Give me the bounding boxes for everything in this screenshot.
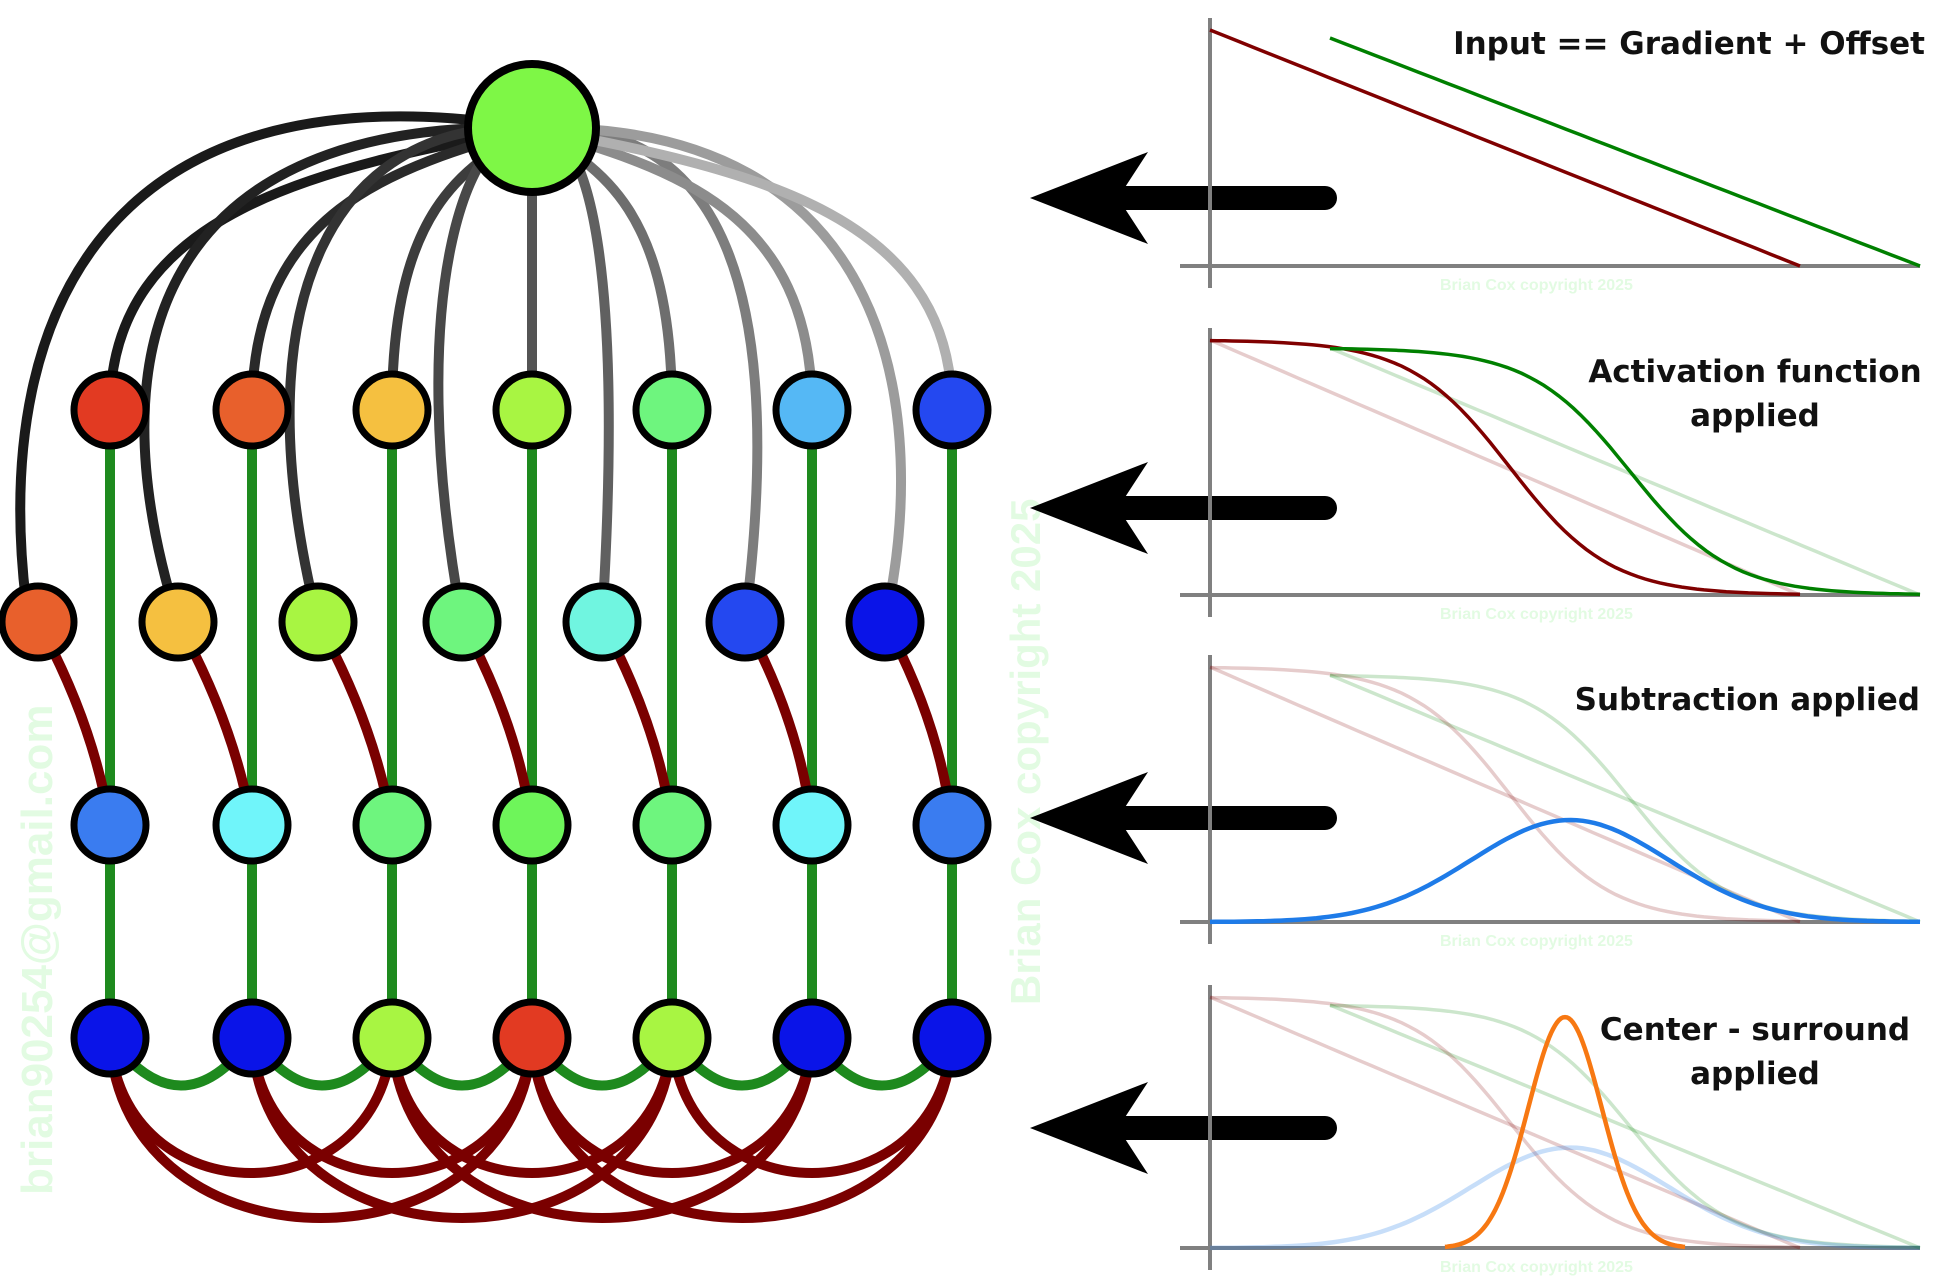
- lateral-red-link: [105, 1037, 537, 1223]
- panel-input: Brian Cox copyright 2025 Input == Gradien…: [1180, 18, 1925, 294]
- panel-label-activation-line-1: Activation function: [1588, 354, 1921, 390]
- network-nodes: [0, 60, 992, 1078]
- red-sigmoid: [1209, 338, 1801, 596]
- red-ghost-line: [1209, 995, 1801, 1250]
- node-r1-c3: [352, 370, 432, 450]
- node-r2-c1: [0, 582, 78, 662]
- node-r4-c3: [352, 998, 432, 1078]
- lateral-red-link: [527, 1037, 957, 1223]
- panel-subtraction: Brian Cox copyright 2025 Subtraction appl…: [1180, 655, 1921, 950]
- node-r2-c2: [138, 582, 218, 662]
- node-r3-c5: [632, 785, 712, 865]
- node-r1-c6: [772, 370, 852, 450]
- node-r1-c4: [492, 370, 572, 450]
- blue-difference-curve: [1209, 817, 1920, 925]
- red-curve: [1209, 28, 1801, 268]
- node-r1-c5: [632, 370, 712, 450]
- top-node-links: [15, 111, 957, 624]
- top-link: [531, 122, 906, 624]
- green-ghost-line: [1329, 346, 1921, 597]
- lateral-red-link: [247, 1037, 677, 1223]
- top-link: [531, 123, 957, 411]
- node-r4-c2: [212, 998, 292, 1078]
- panel-watermark: Brian Cox copyright 2025: [1440, 1259, 1633, 1276]
- watermark-group: brian90254@gmail.com Brian Cox copyright…: [13, 499, 1049, 1195]
- lateral-red-link: [667, 1037, 957, 1178]
- panel-label-center-line-1: Center - surround: [1600, 1012, 1910, 1048]
- panel-label-center-line-2: applied: [1690, 1056, 1820, 1092]
- node-r3-c2: [212, 785, 292, 865]
- node-r4-c6: [772, 998, 852, 1078]
- lateral-red-link: [387, 1037, 817, 1223]
- panel-center: Brian Cox copyright 2025 Center - surroun…: [1180, 985, 1921, 1276]
- top-link: [284, 122, 533, 624]
- node-r3-c1: [70, 785, 150, 865]
- node-r4-c1: [70, 998, 150, 1078]
- top-link: [105, 123, 533, 411]
- orange-center-surround-curve: [1444, 1014, 1686, 1250]
- green-sigmoid: [1329, 1003, 1921, 1250]
- top-link: [531, 122, 763, 623]
- panel-label-activation-line-2: applied: [1690, 398, 1820, 434]
- arrow-1: [1030, 152, 1337, 244]
- top-link: [15, 111, 533, 603]
- node-r2-c7: [845, 582, 925, 662]
- node-r2-c5: [562, 582, 642, 662]
- node-r1-c2: [212, 370, 292, 450]
- watermark-copyright-mid: Brian Cox copyright 2025: [1002, 499, 1049, 1005]
- node-r1-c1: [70, 370, 150, 450]
- panel-label-input-line-1: Input == Gradient + Offset: [1453, 26, 1925, 62]
- blue-ghost-curve: [1209, 1145, 1920, 1251]
- node-r2-c4: [422, 582, 502, 662]
- node-r2-c6: [705, 582, 785, 662]
- top-link: [139, 122, 533, 624]
- red-sigmoid: [1209, 665, 1801, 923]
- panel-watermark: Brian Cox copyright 2025: [1440, 933, 1633, 950]
- node-r3-c3: [352, 785, 432, 865]
- arrow-2: [1030, 462, 1337, 554]
- node-r4-c4: [492, 998, 572, 1078]
- panel-activation: Brian Cox copyright 2025 Activation funct…: [1180, 328, 1922, 623]
- node-r4-c7: [912, 998, 992, 1078]
- green-ghost-line: [1329, 673, 1921, 924]
- red-sigmoid: [1209, 995, 1801, 1249]
- arrow-3: [1030, 772, 1337, 864]
- green-sigmoid: [1329, 346, 1921, 597]
- node-r1-c7: [912, 370, 992, 450]
- node-r3-c7: [912, 785, 992, 865]
- node-r2-c3: [278, 582, 358, 662]
- panel-watermark: Brian Cox copyright 2025: [1440, 606, 1633, 623]
- node-r3-c4: [492, 785, 572, 865]
- panel-watermark: Brian Cox copyright 2025: [1440, 277, 1633, 294]
- red-ghost-line: [1209, 338, 1801, 597]
- graph-panels: Brian Cox copyright 2025 Input == Gradien…: [1180, 18, 1925, 1276]
- top-node: [464, 60, 600, 196]
- watermark-email-left: brian90254@gmail.com: [13, 705, 62, 1195]
- arrows-group: [1030, 152, 1337, 1174]
- arrow-4: [1030, 1082, 1337, 1174]
- green-ghost-line: [1329, 1003, 1921, 1250]
- node-r4-c5: [632, 998, 712, 1078]
- panel-label-subtraction-line-1: Subtraction applied: [1575, 682, 1920, 718]
- vertical-green-links: [105, 410, 957, 1038]
- green-curve: [1329, 36, 1921, 268]
- node-r3-c6: [772, 785, 852, 865]
